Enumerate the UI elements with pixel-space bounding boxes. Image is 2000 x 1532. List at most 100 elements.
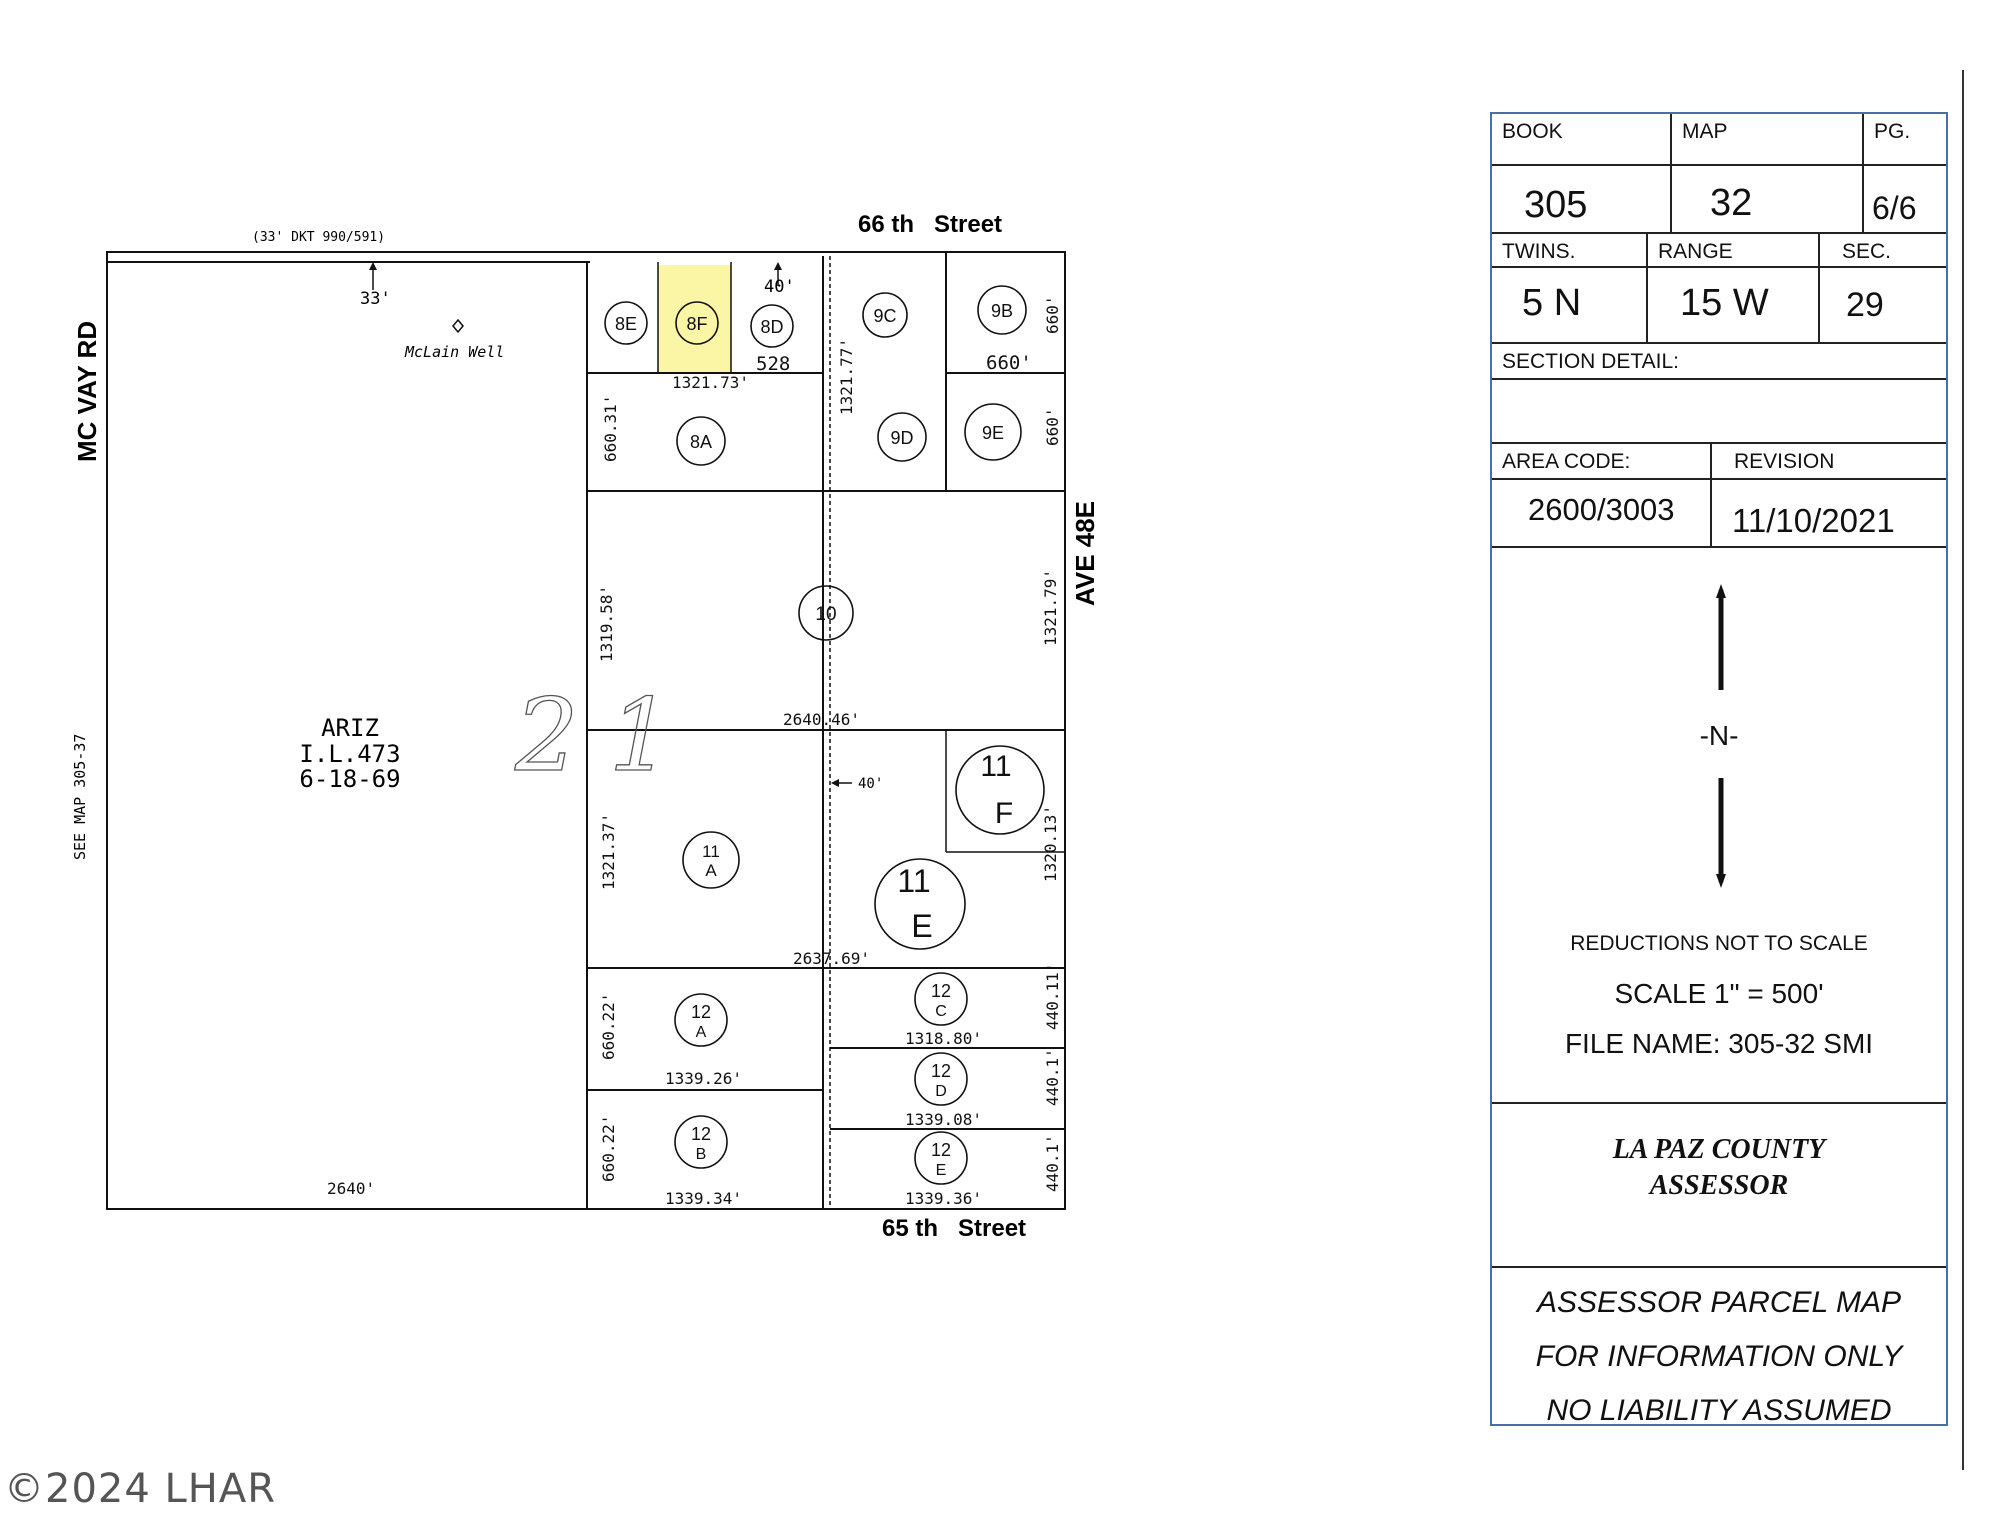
book-cell: BOOK 305 [1492, 114, 1672, 232]
parcel-map: 21 66 th Street 65 th Street MC VAY RD A… [71, 211, 1100, 1242]
parcel-circle-11f [955, 745, 1045, 835]
parcel-label: 12 [931, 1140, 951, 1160]
section-number: 21 [514, 677, 702, 794]
title-row-scale: -N- REDUCTIONS NOT TO SCALE SCALE 1" = 5… [1492, 548, 1946, 1104]
title-row-county: LA PAZ COUNTY ASSESSOR [1492, 1104, 1946, 1268]
dim-label-vertical: 660' [1043, 295, 1062, 334]
dim-label-vertical: 1319.58' [597, 585, 616, 662]
parcel-label: 12 [931, 1061, 951, 1081]
title-row-twins: TWINS. 5 N RANGE 15 W SEC. 29 [1492, 234, 1946, 344]
twins-value: 5 N [1522, 282, 1582, 324]
parcel-label: 9C [873, 306, 896, 326]
parcel-circle-9e [964, 403, 1022, 461]
watermark: ©2024 LHAR [4, 1466, 277, 1512]
parcel-label: 9D [890, 428, 913, 448]
twins-cell: TWINS. 5 N [1492, 234, 1648, 342]
parcel-label: F [995, 797, 1013, 830]
parcel-circle-9b [977, 285, 1027, 335]
dim-label-vertical: 660.31' [601, 395, 620, 462]
dim-label-vertical: 440.1' [1043, 1048, 1062, 1106]
dim-label: 660' [986, 352, 1032, 374]
pg-label: PG. [1874, 120, 1911, 143]
sec-cell: SEC. 29 [1820, 234, 1946, 342]
parcel-label: E [936, 1162, 947, 1179]
see-map-note: SEE MAP 305-37 [71, 734, 89, 860]
north-label: -N- [1699, 720, 1739, 751]
title-row-area-code: AREA CODE: 2600/3003 REVISION 11/10/2021 [1492, 444, 1946, 548]
area-code-value: 2600/3003 [1528, 492, 1675, 527]
parcel-circle-10 [798, 585, 854, 641]
dim-label-vertical: 660.22' [599, 993, 618, 1060]
parcel-circle-9d [877, 412, 927, 462]
title-row-disclaimer: ASSESSOR PARCEL MAP FOR INFORMATION ONLY… [1492, 1268, 1946, 1427]
revision-cell: REVISION 11/10/2021 [1712, 444, 1946, 546]
book-value: 305 [1524, 184, 1588, 226]
disclaimer-line3: NO LIABILITY ASSUMED [1546, 1394, 1892, 1427]
range-value: 15 W [1680, 282, 1769, 324]
parcel-label: 11 [702, 842, 720, 861]
dim-label-vertical: 1321.37' [599, 813, 618, 890]
parcel-label: 9E [982, 423, 1004, 443]
scan-edge-line [1962, 70, 1964, 1470]
parcel-label: B [696, 1146, 707, 1163]
twins-label: TWINS. [1502, 240, 1576, 263]
dim-label-vertical: 1320.13' [1041, 805, 1060, 882]
parcel-label: E [911, 908, 932, 944]
range-label: RANGE [1658, 240, 1733, 263]
well-marker-icon [452, 318, 464, 334]
section-detail-label: SECTION DETAIL: [1502, 350, 1679, 373]
scale-note: SCALE 1" = 500' [1614, 978, 1824, 1009]
street-west: MC VAY RD [72, 321, 102, 462]
book-label: BOOK [1502, 120, 1563, 143]
dim-label: 2640' [327, 1179, 375, 1198]
parcel-label: 8F [686, 314, 707, 334]
dim-label-vertical: 440.11' [1043, 963, 1062, 1030]
street-north: 66 th Street [858, 211, 1002, 238]
parcel-label: A [696, 1024, 707, 1041]
dim-label: 1339.08' [905, 1110, 982, 1129]
parcel-label: A [705, 861, 717, 880]
dim-label: 1339.34' [665, 1189, 742, 1208]
dim-label: 1321.73' [672, 373, 749, 392]
area-code-cell: AREA CODE: 2600/3003 [1492, 444, 1712, 546]
parcel-circle-8d [750, 304, 794, 348]
parcel-label: 12 [931, 981, 951, 1001]
dim-label: 1339.36' [905, 1189, 982, 1208]
dim-label-vertical: 1321.77' [837, 338, 856, 415]
parcel-8f-highlight [658, 265, 731, 373]
parcel-label: D [935, 1083, 947, 1100]
parcel-label: 11 [897, 863, 930, 899]
parcel-label: 9B [991, 301, 1013, 321]
title-block: BOOK 305 MAP 32 PG. 6/6 TWINS. 5 N RANGE… [1490, 112, 1948, 1427]
parcel-circle-9c [862, 292, 908, 338]
parcel-circle-12a [674, 993, 728, 1047]
dim-label: 2637.69' [793, 949, 870, 968]
dim-label: 1339.26' [665, 1069, 742, 1088]
sec-value: 29 [1846, 286, 1884, 324]
dim-label-vertical: 660.22' [599, 1115, 618, 1182]
dim-label-vertical: 660' [1043, 407, 1062, 446]
dim-label: 2640.46' [783, 710, 860, 729]
street-east: AVE 48E [1070, 501, 1100, 606]
state-land-line2: I.L.473 [299, 740, 400, 768]
parcel-circle-12e [914, 1131, 968, 1185]
dim-label: 1318.80' [905, 1029, 982, 1048]
parcel-label: 10 [815, 604, 836, 625]
state-land-line1: ARIZ [321, 714, 379, 742]
sec-label: SEC. [1842, 240, 1892, 263]
title-row-section-detail: SECTION DETAIL: [1492, 344, 1946, 444]
arrow-head [774, 262, 782, 270]
arrow-head [831, 779, 839, 787]
parcel-label: 12 [691, 1002, 711, 1022]
parcel-circle-12d [914, 1052, 968, 1106]
dim-40-top: 40' [764, 277, 795, 297]
map-label: MAP [1682, 120, 1728, 143]
parcel-label: C [935, 1003, 947, 1020]
parcel-circle-12c [914, 972, 968, 1026]
dim-33: 33' [360, 289, 391, 309]
county-line1: LA PAZ COUNTY [1612, 1134, 1826, 1165]
dim-label-vertical: 1321.79' [1041, 569, 1060, 646]
state-land-line3: 6-18-69 [299, 765, 400, 793]
arrow-head [369, 262, 377, 270]
parcel-label: 11 [980, 750, 1011, 783]
